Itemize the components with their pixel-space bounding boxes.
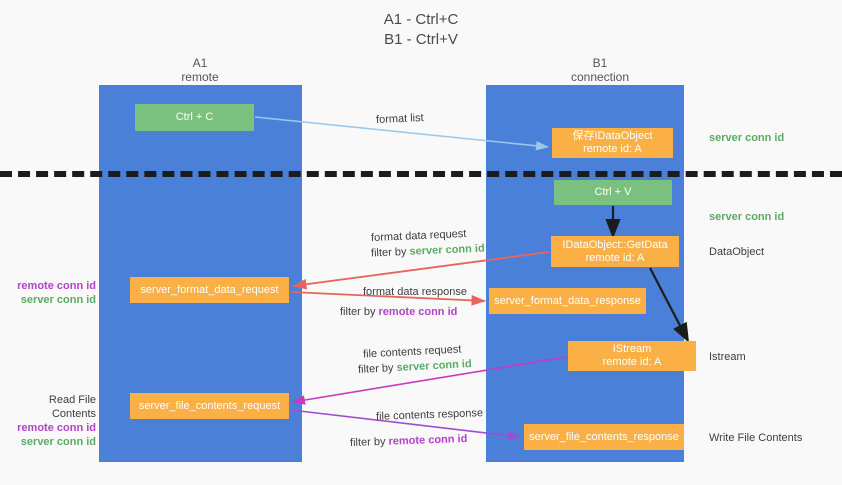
filter-prefix-1: filter by xyxy=(370,245,410,260)
label-group-format-conn-ids: remote conn id server conn id xyxy=(8,279,96,307)
edge-label-format-data-request-filter: filter by server conn id xyxy=(371,242,485,261)
node-server-file-contents-request[interactable]: server_file_contents_request xyxy=(130,393,289,419)
node-save-idataobject-line1: 保存IDataObject xyxy=(572,130,653,142)
filter-prefix-3: filter by xyxy=(357,361,397,376)
node-ctrl-c-label: Ctrl + C xyxy=(175,111,214,123)
node-server-format-data-response-label: server_format_data_response xyxy=(494,294,641,307)
edge-label-format-list: format list xyxy=(375,111,424,127)
filter-value-remote-conn-id-1: remote conn id xyxy=(378,306,458,318)
label-group-file-conn-ids: Read File Contents remote conn id server… xyxy=(8,393,96,449)
node-server-format-data-request-label: server_format_data_request xyxy=(140,283,279,296)
filter-value-remote-conn-id-2: remote conn id xyxy=(388,432,468,448)
node-server-format-data-response[interactable]: server_format_data_response xyxy=(489,288,646,314)
edge-label-format-data-response-filter: filter by remote conn id xyxy=(340,305,457,319)
column-b1-name: B1 xyxy=(592,56,608,70)
column-a1-name: A1 xyxy=(192,56,208,70)
title-line-2: B1 - Ctrl+V xyxy=(384,31,458,48)
label-remote-conn-id-file: remote conn id xyxy=(17,422,96,434)
divider-dashed-line xyxy=(0,171,842,177)
filter-value-server-conn-id-1: server conn id xyxy=(409,242,485,258)
node-server-format-data-request[interactable]: server_format_data_request xyxy=(130,277,289,303)
node-ctrl-v[interactable]: Ctrl + V xyxy=(554,180,672,205)
edge-label-file-contents-response-filter: filter by remote conn id xyxy=(350,432,468,450)
node-save-idataobject[interactable]: 保存IDataObject remote id: A xyxy=(552,128,673,158)
label-server-conn-id-file: server conn id xyxy=(20,436,96,448)
edge-label-file-contents-response: file contents response xyxy=(375,407,484,423)
edge-label-format-data-response: format data response xyxy=(363,286,467,298)
node-istream[interactable]: IStream remote id: A xyxy=(568,341,696,371)
node-ctrl-v-label: Ctrl + V xyxy=(594,186,632,198)
label-server-conn-id-second: server conn id xyxy=(709,211,785,223)
node-save-idataobject-line2: remote id: A xyxy=(583,143,642,155)
label-dataobject: DataObject xyxy=(709,246,765,258)
node-ctrl-c[interactable]: Ctrl + C xyxy=(135,104,254,131)
filter-prefix-4: filter by xyxy=(349,435,389,450)
column-a1-sub: remote xyxy=(181,70,219,84)
label-read-file-contents: Read File Contents xyxy=(48,394,96,420)
label-remote-conn-id-format: remote conn id xyxy=(17,280,96,292)
title-line-1: A1 - Ctrl+C xyxy=(383,11,459,28)
node-server-file-contents-request-label: server_file_contents_request xyxy=(138,399,281,412)
node-istream-line2: remote id: A xyxy=(602,356,662,368)
page-title: A1 - Ctrl+C B1 - Ctrl+V xyxy=(0,10,842,50)
filter-value-server-conn-id-2: server conn id xyxy=(396,358,472,374)
node-server-file-contents-response-label: server_file_contents_response xyxy=(529,430,679,443)
label-istream: Istream xyxy=(709,351,746,363)
column-header-a1: A1 remote xyxy=(120,56,280,84)
column-b1-sub: connection xyxy=(570,70,630,84)
label-server-conn-id-top: server conn id xyxy=(709,132,785,144)
label-server-conn-id-format: server conn id xyxy=(20,294,96,306)
filter-prefix-2: filter by xyxy=(340,306,379,318)
node-getdata-line1: IDataObject::GetData xyxy=(562,238,668,251)
column-header-b1: B1 connection xyxy=(520,56,680,84)
label-write-file-contents: Write File Contents xyxy=(709,432,803,444)
node-getdata-line2: remote id: A xyxy=(585,251,645,264)
node-server-file-contents-response[interactable]: server_file_contents_response xyxy=(524,424,684,450)
node-istream-line1: IStream xyxy=(612,343,652,355)
node-idataobject-getdata[interactable]: IDataObject::GetData remote id: A xyxy=(551,236,679,267)
